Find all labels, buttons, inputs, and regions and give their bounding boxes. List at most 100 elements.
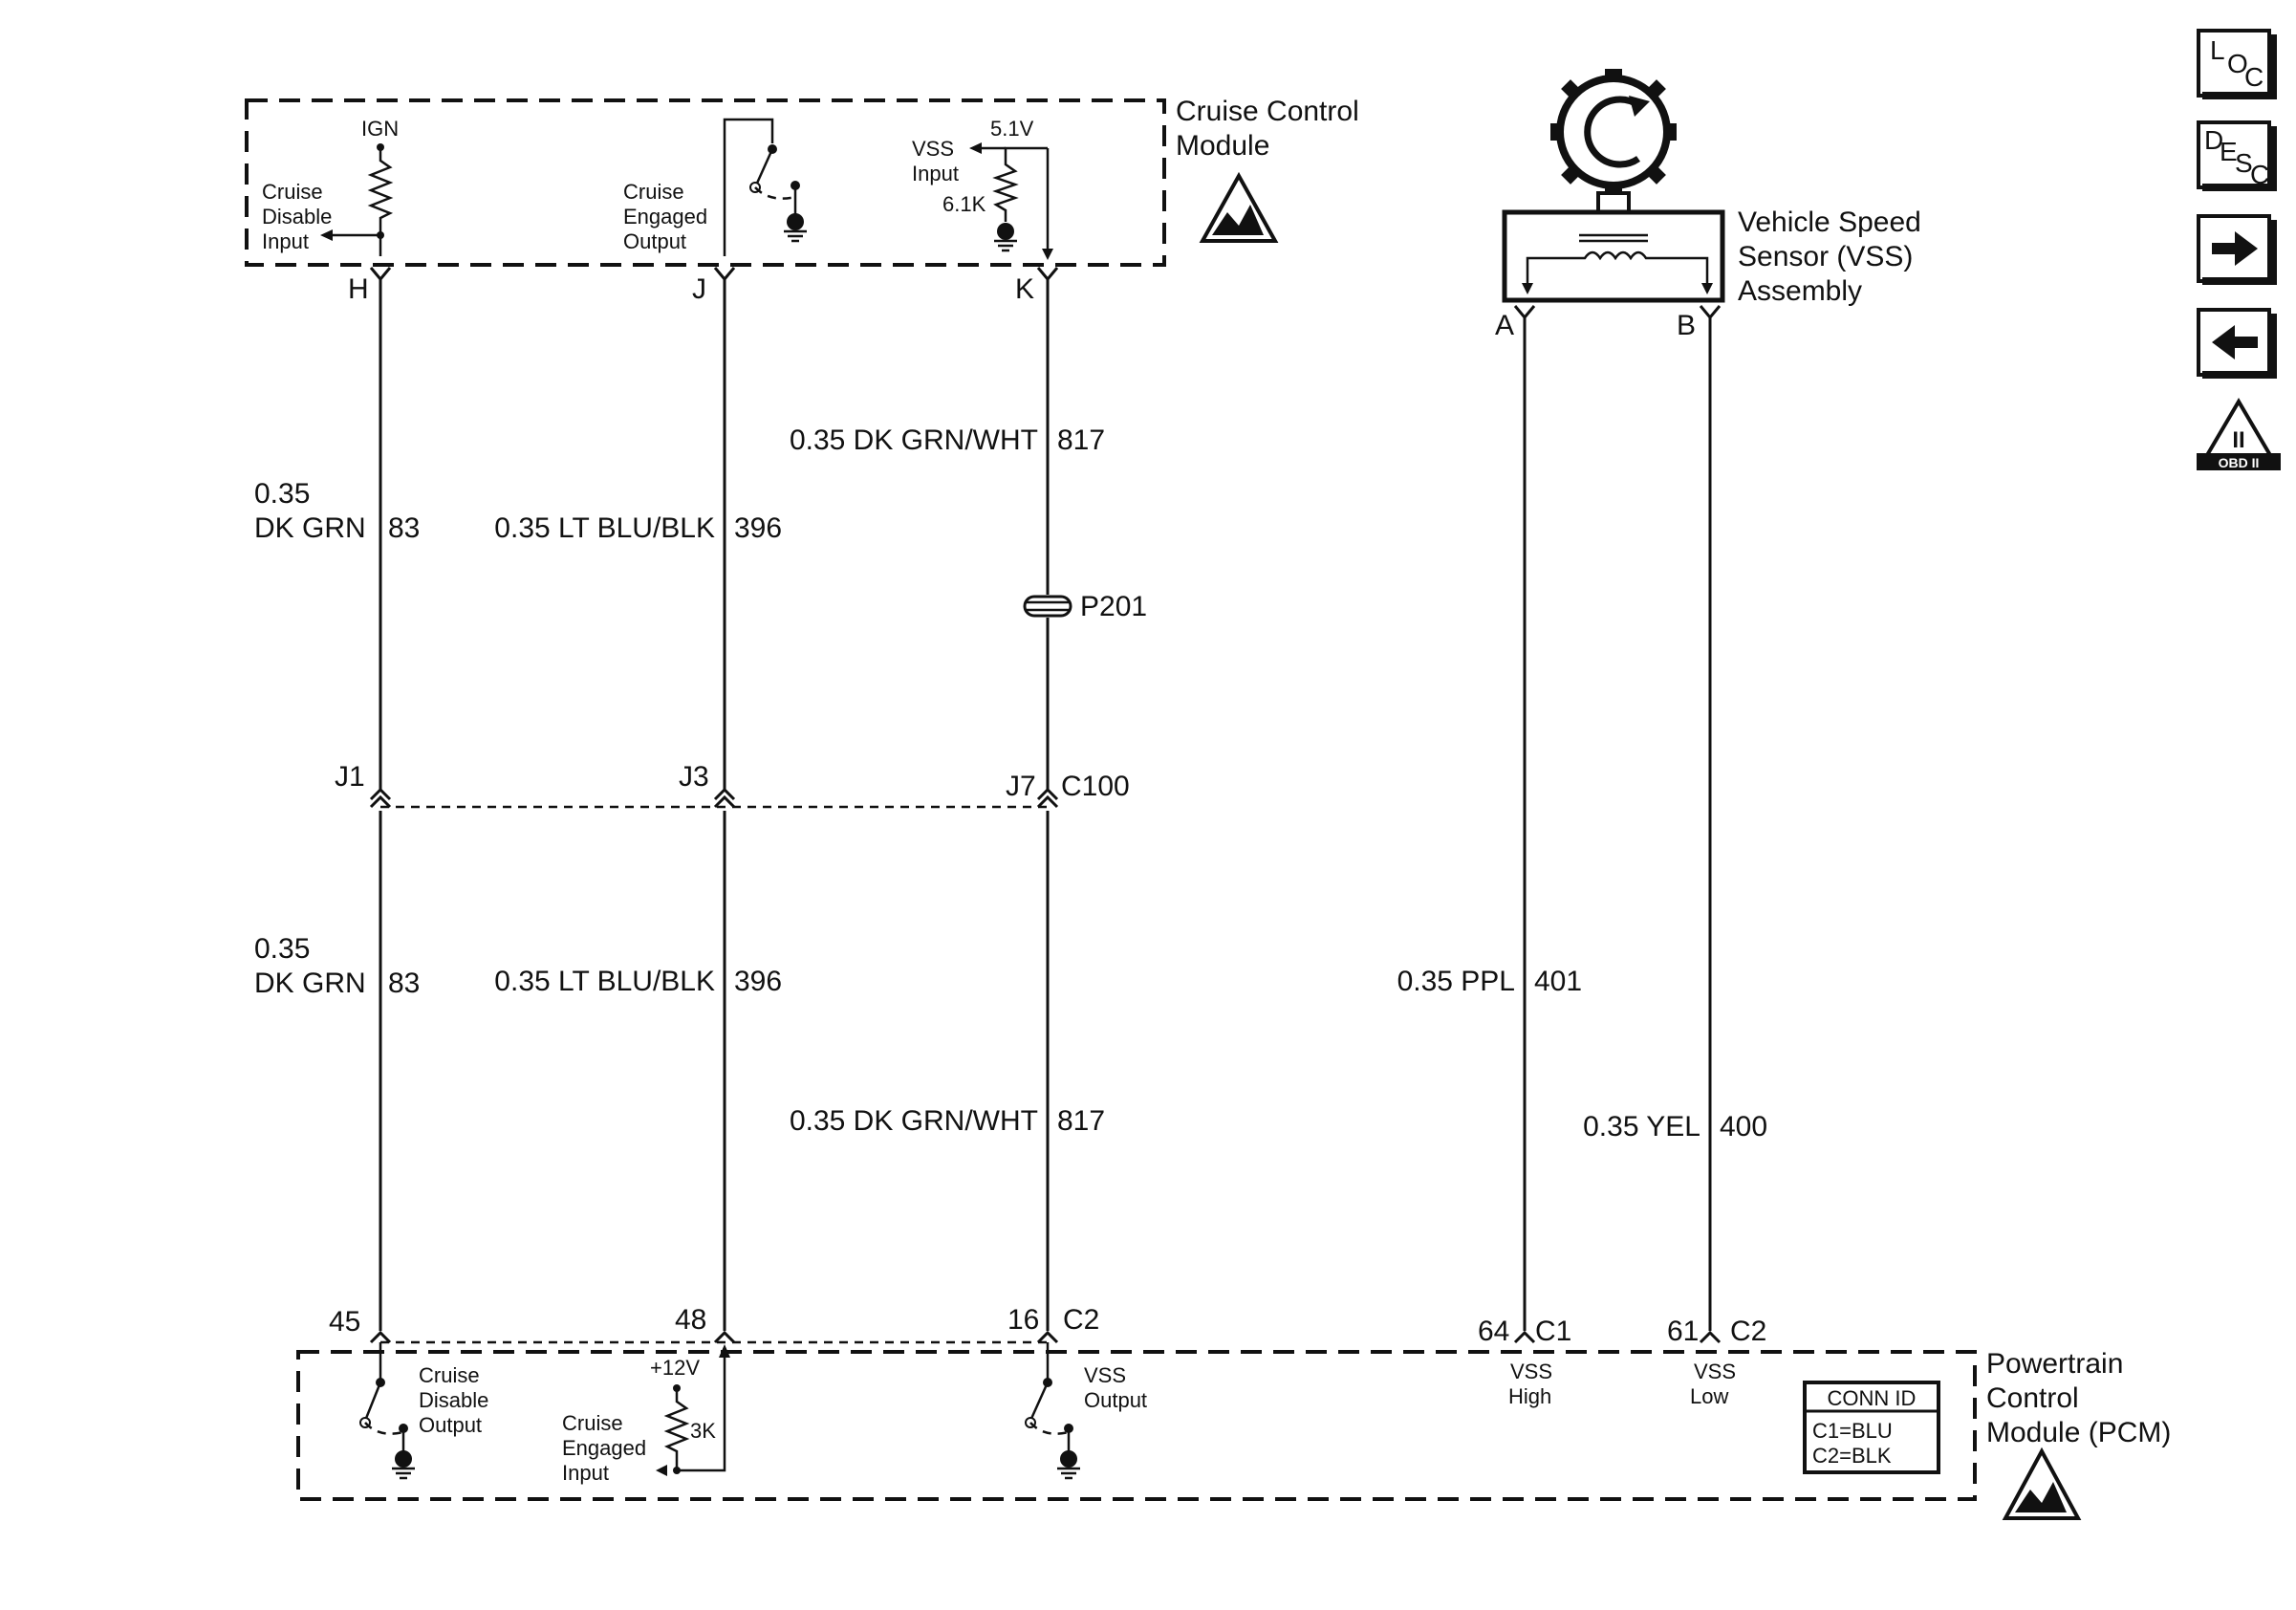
prev-arrow-button[interactable] xyxy=(2197,308,2277,379)
wire-817-lower-label: 0.35 DK GRN/WHT xyxy=(790,1105,1038,1137)
wire-817-lower-circuit: 817 xyxy=(1057,1105,1105,1137)
loc-letter-o: O xyxy=(2227,49,2248,78)
wire-396-lower-circuit: 396 xyxy=(734,966,782,997)
loc-nav-button[interactable]: L O C xyxy=(2197,29,2277,99)
desc-nav-button[interactable]: D E S C xyxy=(2197,120,2277,191)
esd-warning-icon xyxy=(1199,171,1279,243)
arrow-left-icon xyxy=(320,229,333,241)
pcm-disable-label-1: Cruise xyxy=(419,1363,480,1387)
ground-icon xyxy=(787,213,804,230)
pcm-engaged-label-2: Engaged xyxy=(562,1436,646,1460)
vss-input-label-2: Input xyxy=(912,162,959,185)
cruise-disable-label-1: Cruise xyxy=(262,180,323,204)
cruise-engaged-output-circuit: Cruise Engaged Output xyxy=(623,118,807,256)
wire-400-label: 0.35 YEL xyxy=(1583,1111,1700,1142)
pcm-pin-48: 48 xyxy=(675,1304,706,1336)
pcm-vss-high-label-2: High xyxy=(1508,1384,1551,1408)
ground-icon xyxy=(1060,1450,1077,1468)
pcm-pin-64: 64 xyxy=(1478,1316,1509,1347)
desc-letter-s: S xyxy=(2235,148,2253,178)
connector-c100: J1 J3 J7 C100 xyxy=(335,761,1130,809)
vss-resistor-label: 6.1K xyxy=(942,192,986,216)
cruise-engaged-label-1: Cruise xyxy=(623,180,684,204)
pcm-vss-output-label-1: VSS xyxy=(1084,1363,1126,1387)
ground-icon xyxy=(997,223,1014,240)
arrow-left-icon xyxy=(2212,325,2258,359)
desc-letter-e: E xyxy=(2220,137,2238,166)
pcm-pin-61: 61 xyxy=(1667,1316,1699,1347)
next-arrow-button[interactable] xyxy=(2197,214,2277,285)
wire-83-upper-color: DK GRN xyxy=(254,512,366,544)
splice-p201: P201 xyxy=(1023,591,1147,622)
cruise-module-pins: H J K xyxy=(348,267,1059,305)
pcm-vss-output-circuit: VSS Output xyxy=(1025,1342,1147,1480)
switch-icon xyxy=(753,148,774,188)
vss-name-line2: Sensor (VSS) xyxy=(1738,241,1913,272)
pin-b-label: B xyxy=(1677,310,1696,341)
resistor-icon xyxy=(663,1388,690,1470)
pcm-connector-c1: C1 xyxy=(1535,1316,1571,1347)
wire-396-upper-label: 0.35 LT BLU/BLK xyxy=(494,512,715,544)
reluctor-gear-icon xyxy=(1550,69,1677,195)
desc-letter-c: C xyxy=(2250,160,2269,189)
resistor-icon xyxy=(367,147,394,256)
cruise-disable-input-circuit: IGN Cruise Disable Input xyxy=(262,117,399,256)
obd-ii-button[interactable]: II OBD II xyxy=(2197,398,2281,470)
conn-id-box: CONN ID C1=BLU C2=BLK xyxy=(1803,1381,1940,1474)
pcm-module: 45 48 16 C2 64 C1 61 C2 Powertrain Contr… xyxy=(296,1304,2171,1520)
c100-name-label: C100 xyxy=(1061,771,1130,802)
cruise-module-name-line2: Module xyxy=(1176,130,1269,162)
cruise-engaged-label-3: Output xyxy=(623,229,686,253)
vss-name-line3: Assembly xyxy=(1738,275,1862,307)
pcm-vss-output-label-2: Output xyxy=(1084,1388,1147,1412)
vss-assembly: Vehicle Speed Sensor (VSS) Assembly A B xyxy=(1495,69,1921,341)
pcm-connector-c2-left: C2 xyxy=(1063,1304,1099,1336)
wire-83-lower-circuit: 83 xyxy=(388,968,420,999)
loc-letter-c: C xyxy=(2244,62,2264,92)
c100-j3-label: J3 xyxy=(679,761,709,793)
vss-name-line1: Vehicle Speed xyxy=(1738,207,1921,238)
arrow-right-icon xyxy=(2212,231,2258,266)
wire-396-lower-label: 0.35 LT BLU/BLK xyxy=(494,966,715,997)
obd-label: OBD II xyxy=(2219,455,2260,470)
pcm-vss-low-label-2: Low xyxy=(1690,1384,1728,1408)
conn-id-title: CONN ID xyxy=(1828,1386,1917,1410)
vss-input-label-1: VSS xyxy=(912,137,954,161)
switch-icon xyxy=(363,1382,382,1422)
pcm-connector-c2-right: C2 xyxy=(1730,1316,1766,1347)
pcm-name-line3: Module (PCM) xyxy=(1986,1417,2171,1448)
pcm-pin-45: 45 xyxy=(329,1306,360,1338)
wire-817-upper-label: 0.35 DK GRN/WHT xyxy=(790,424,1038,456)
wire-83-lower-color: DK GRN xyxy=(254,968,366,999)
pcm-disable-label-3: Output xyxy=(419,1413,482,1437)
cruise-engaged-label-2: Engaged xyxy=(623,205,707,228)
pcm-engaged-label-3: Input xyxy=(562,1461,609,1485)
cruise-control-module: Cruise Control Module IGN Cruise Disable… xyxy=(245,96,1359,267)
vss-voltage-label: 5.1V xyxy=(990,117,1034,141)
desc-letter-d: D xyxy=(2204,125,2223,155)
coil-icon xyxy=(1522,233,1713,294)
wire-401-label: 0.35 PPL xyxy=(1397,966,1515,997)
cruise-module-boundary xyxy=(245,98,1166,267)
cruise-module-name-line1: Cruise Control xyxy=(1176,96,1359,127)
arrow-left-icon xyxy=(969,142,982,154)
pcm-engaged-label-1: Cruise xyxy=(562,1411,623,1435)
c100-j7-label: J7 xyxy=(1006,771,1036,802)
pin-a-label: A xyxy=(1495,310,1514,341)
conn-id-line2: C2=BLK xyxy=(1812,1444,1892,1468)
obd-numeral: II xyxy=(2232,427,2244,453)
pin-k-label: K xyxy=(1015,273,1034,305)
pcm-name-line2: Control xyxy=(1986,1382,2079,1414)
cruise-disable-label-2: Disable xyxy=(262,205,332,228)
cruise-disable-label-3: Input xyxy=(262,229,309,253)
pcm-vss-high-label-1: VSS xyxy=(1510,1360,1552,1383)
splice-label: P201 xyxy=(1080,591,1147,622)
pcm-cruise-engaged-input-circuit: +12V 3K Cruise Engaged Input xyxy=(562,1344,730,1485)
esd-warning-icon xyxy=(2002,1447,2082,1520)
pcm-disable-label-2: Disable xyxy=(419,1388,488,1412)
wire-83-upper-circuit: 83 xyxy=(388,512,420,544)
wire-83-upper-gauge: 0.35 xyxy=(254,478,310,510)
pin-h-label: H xyxy=(348,273,369,305)
wire-396-upper-circuit: 396 xyxy=(734,512,782,544)
